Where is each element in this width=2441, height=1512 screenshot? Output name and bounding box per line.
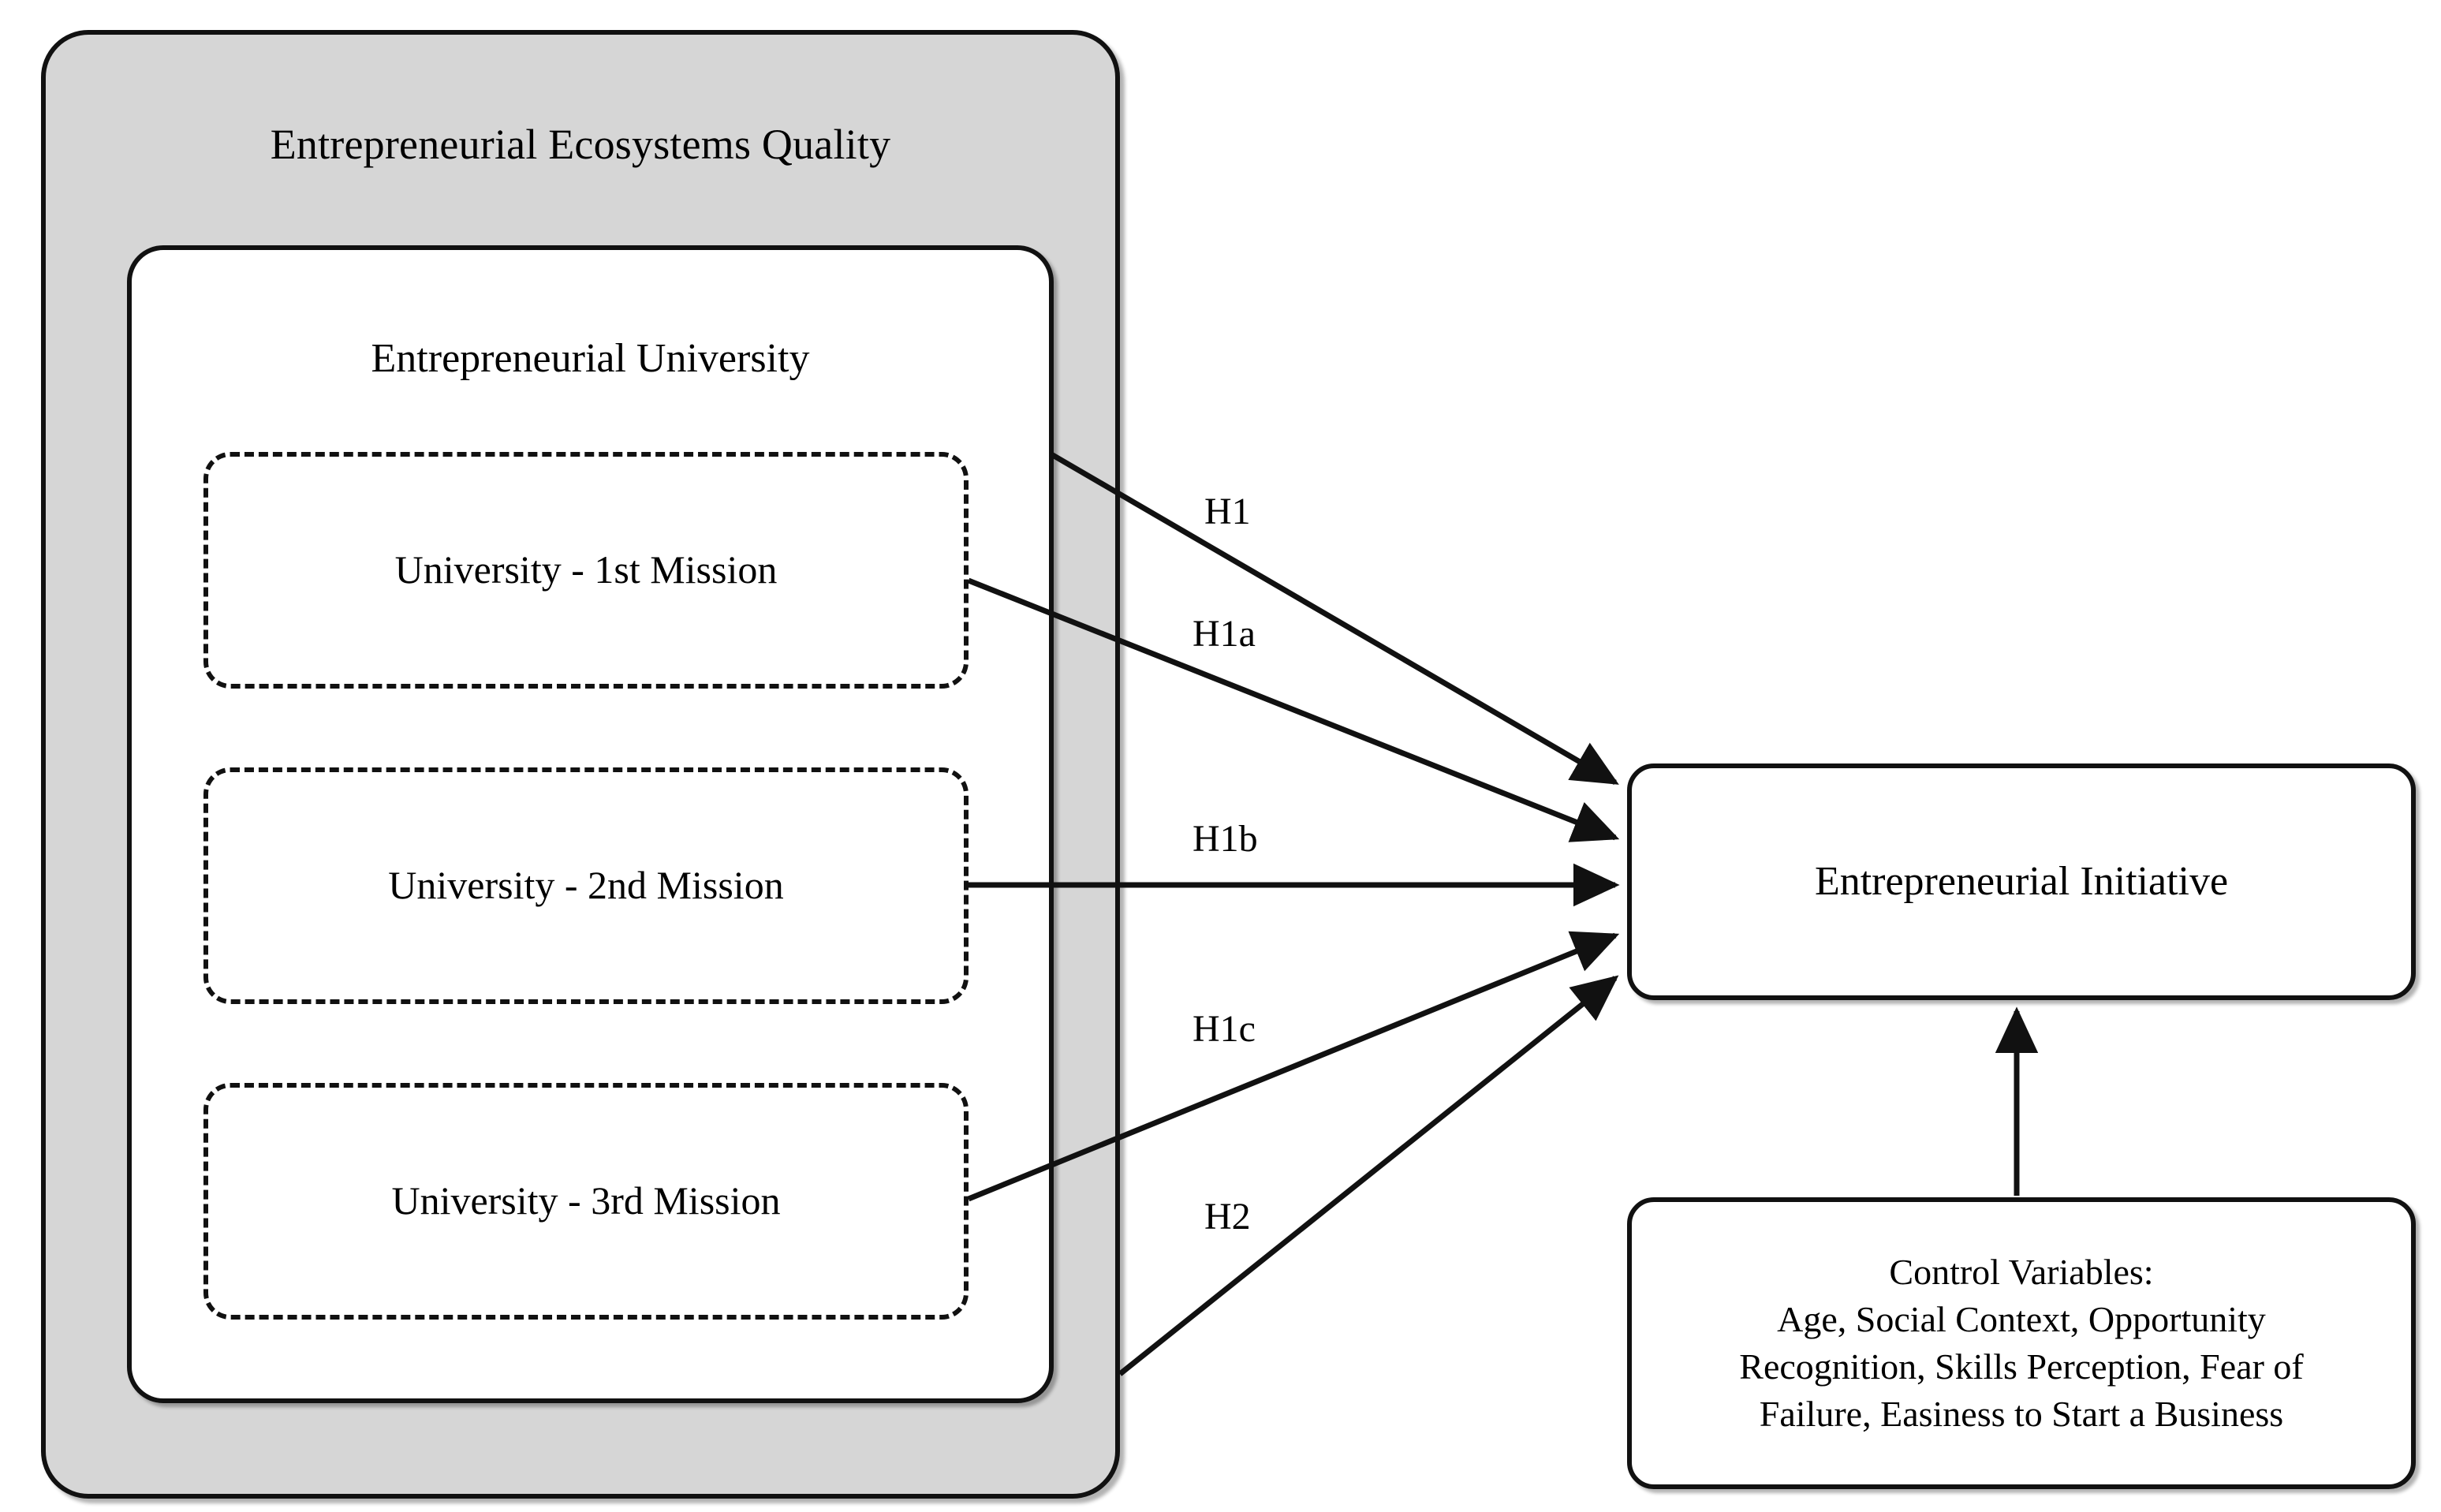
university-title: Entrepreneurial University: [371, 336, 810, 381]
mission-label-2nd: University - 2nd Mission: [388, 863, 784, 908]
mission-box-3rd: University - 3rd Mission: [203, 1083, 969, 1320]
hypothesis-label-h1: H1: [1204, 491, 1251, 532]
mission-box-1st: University - 1st Mission: [203, 452, 969, 689]
control-variables-text: Control Variables: Age, Social Context, …: [1739, 1252, 2304, 1434]
hypothesis-label-h1c: H1c: [1193, 1008, 1256, 1050]
hypothesis-label-h1b: H1b: [1193, 818, 1258, 860]
mission-label-1st: University - 1st Mission: [394, 547, 778, 592]
arrow-h1: [1050, 451, 1619, 786]
mission-label-3rd: University - 3rd Mission: [391, 1178, 781, 1223]
outcome-box-entrepreneurial-initiative: Entrepreneurial Initiative: [1627, 763, 2416, 1000]
mission-box-2nd: University - 2nd Mission: [203, 767, 969, 1004]
hypothesis-label-h1a: H1a: [1193, 613, 1256, 655]
control-variables-box: Control Variables: Age, Social Context, …: [1627, 1197, 2416, 1489]
ecosystem-title: Entrepreneurial Ecosystems Quality: [270, 121, 891, 168]
hypothesis-label-h2: H2: [1204, 1196, 1251, 1238]
outcome-label: Entrepreneurial Initiative: [1814, 859, 2229, 905]
